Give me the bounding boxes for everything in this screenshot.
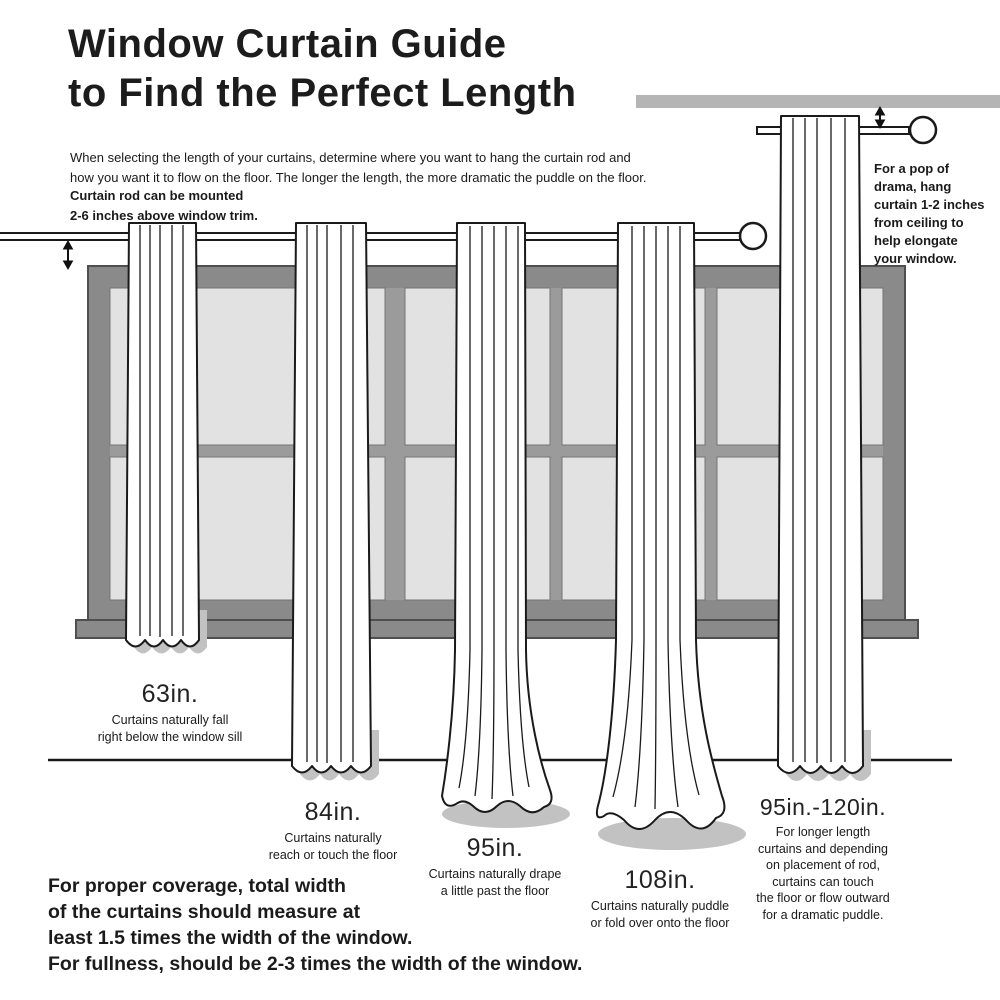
rod-gap-arrow-icon — [62, 239, 74, 271]
intro-text: When selecting the length of your curtai… — [70, 150, 647, 185]
ceiling-gap-arrow-icon — [874, 105, 886, 130]
curtain-desc-108in: Curtains naturally puddle or fold over o… — [590, 899, 730, 930]
curtain-63in — [125, 222, 200, 648]
curtain-length-108in: 108in. — [624, 866, 696, 894]
ceiling-drama-note: For a pop of drama, hang curtain 1-2 inc… — [874, 161, 985, 266]
curtain-desc-95-120in: For longer length curtains and depending… — [756, 825, 890, 922]
curtain-desc-84in: Curtains naturally reach or touch the fl… — [268, 831, 398, 862]
rod-mount-note: Curtain rod can be mounted 2-6 inches ab… — [70, 188, 258, 223]
curtain-95-120in — [777, 115, 864, 774]
curtain-label-95in: 95in. Curtains naturally drape a little … — [413, 834, 577, 899]
curtain-desc-63in: Curtains naturally fall right below the … — [97, 713, 243, 744]
curtain-length-95-120in: 95in.-120in. — [759, 794, 887, 820]
curtain-95in — [441, 222, 553, 814]
rod-finial-icon — [738, 221, 768, 251]
coverage-note: For proper coverage, total width of the … — [48, 875, 583, 975]
curtain-rod — [0, 221, 768, 251]
title-line-2: to Find the Perfect Length — [68, 70, 577, 115]
curtain-length-95in: 95in. — [466, 834, 524, 862]
curtain-desc-95in: Curtains naturally drape a little past t… — [428, 867, 562, 898]
ceiling-rod-finial-icon — [908, 115, 938, 145]
ceiling-line — [636, 95, 1000, 108]
curtain-label-108in: 108in. Curtains naturally puddle or fold… — [576, 866, 744, 931]
curtain-84in — [291, 222, 372, 774]
curtain-length-84in: 84in. — [304, 798, 362, 826]
title-line-1: Window Curtain Guide — [68, 22, 507, 66]
curtain-label-84in: 84in. Curtains naturally reach or touch … — [253, 798, 413, 863]
page-title: Window Curtain Guide to Find the Perfect… — [68, 20, 577, 118]
curtain-length-63in: 63in. — [141, 680, 199, 708]
curtain-108in — [595, 222, 726, 830]
curtain-label-63in: 63in. Curtains naturally fall right belo… — [90, 680, 250, 745]
curtain-label-95-120in: 95in.-120in. For longer length curtains … — [738, 794, 908, 923]
